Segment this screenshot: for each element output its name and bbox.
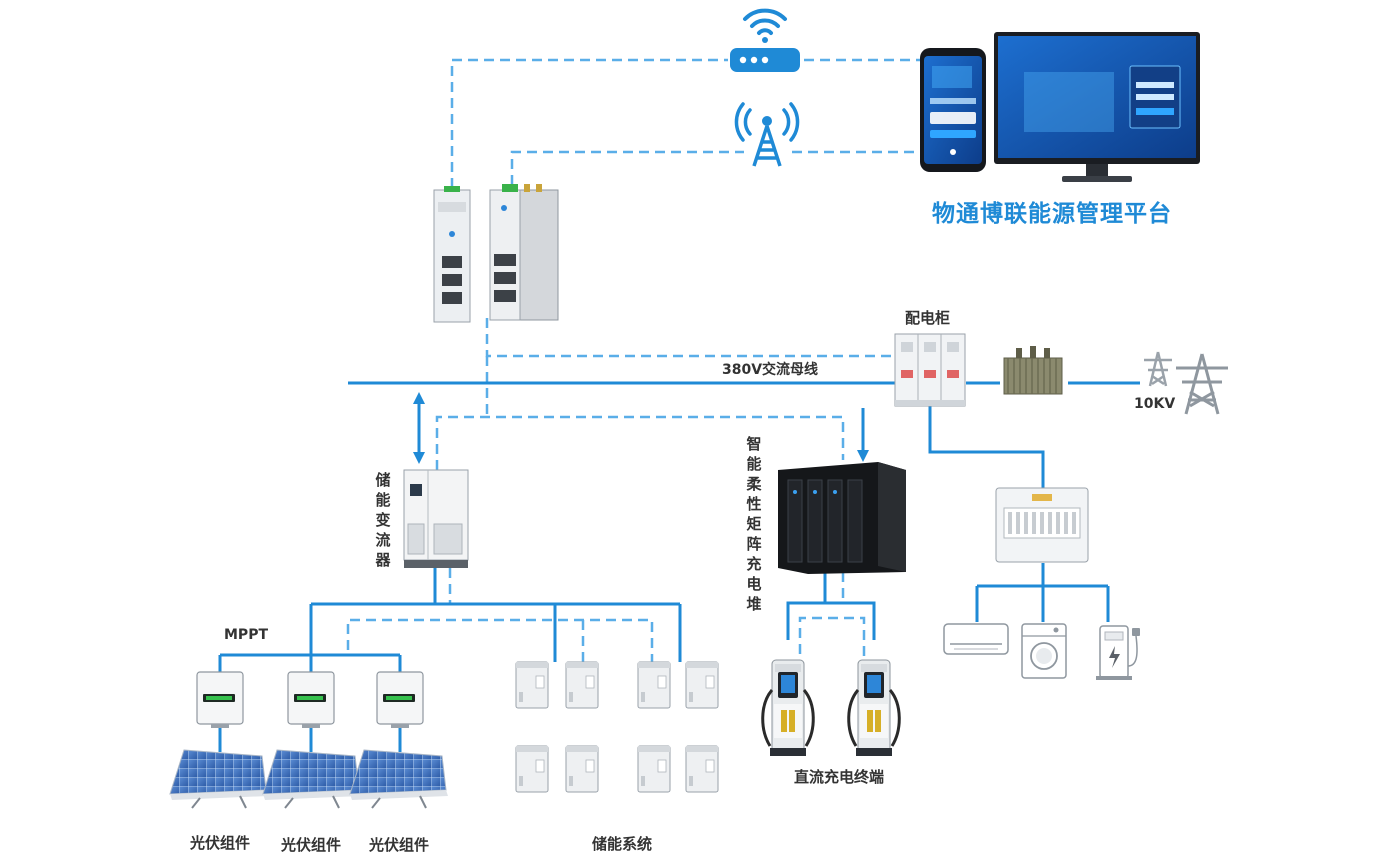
storage-unit <box>685 661 719 709</box>
pv-panel-2 <box>262 749 362 809</box>
storage-unit <box>515 745 549 793</box>
router-icon <box>730 8 800 72</box>
inverter-1 <box>196 671 244 729</box>
pcs-label: 储能变流器 <box>375 471 391 569</box>
dc-charger-2 <box>847 658 901 758</box>
distribution-cabinet <box>894 333 966 407</box>
breaker-box-icon <box>995 487 1089 563</box>
pv-label-1: 光伏组件 <box>190 834 251 852</box>
storage-unit <box>685 745 719 793</box>
phone-icon <box>920 48 986 172</box>
dc-terminal-label: 直流充电终端 <box>794 768 885 786</box>
inverter-2 <box>287 671 335 729</box>
transformer-icon <box>1003 346 1063 395</box>
storage-unit <box>565 661 599 709</box>
dc-charger-1 <box>761 658 815 758</box>
power-tower-icon <box>1144 351 1172 387</box>
pv-panel-3 <box>349 749 449 809</box>
ev-charger-icon <box>1096 625 1140 680</box>
gateway-icon <box>433 186 471 323</box>
storage-label: 储能系统 <box>592 835 653 853</box>
washing-machine-icon <box>1021 623 1067 679</box>
mppt-label: MPPT <box>224 627 269 643</box>
pv-label-3: 光伏组件 <box>369 836 430 854</box>
platform-title: 物通博联能源管理平台 <box>932 201 1172 227</box>
air-conditioner-icon <box>943 623 1009 655</box>
storage-unit <box>637 661 671 709</box>
charging-stack-cabinet <box>778 462 906 574</box>
storage-unit <box>637 745 671 793</box>
power-tower-icon <box>1176 353 1228 415</box>
pv-panel-1 <box>169 749 269 809</box>
storage-unit <box>515 661 549 709</box>
inverter-3 <box>376 671 424 729</box>
pcs-cabinet <box>403 469 469 568</box>
busbar-label: 380V交流母线 <box>722 362 819 378</box>
gateway-icon <box>489 184 559 321</box>
antenna-tower-icon <box>734 102 800 167</box>
pv-label-2: 光伏组件 <box>281 836 342 854</box>
hv-label: 10KV <box>1134 396 1176 412</box>
storage-unit <box>565 745 599 793</box>
monitor-icon <box>994 32 1200 182</box>
charging-stack-label: 智能柔性矩阵充电堆 <box>746 435 762 613</box>
cabinet-label: 配电柜 <box>905 309 951 327</box>
